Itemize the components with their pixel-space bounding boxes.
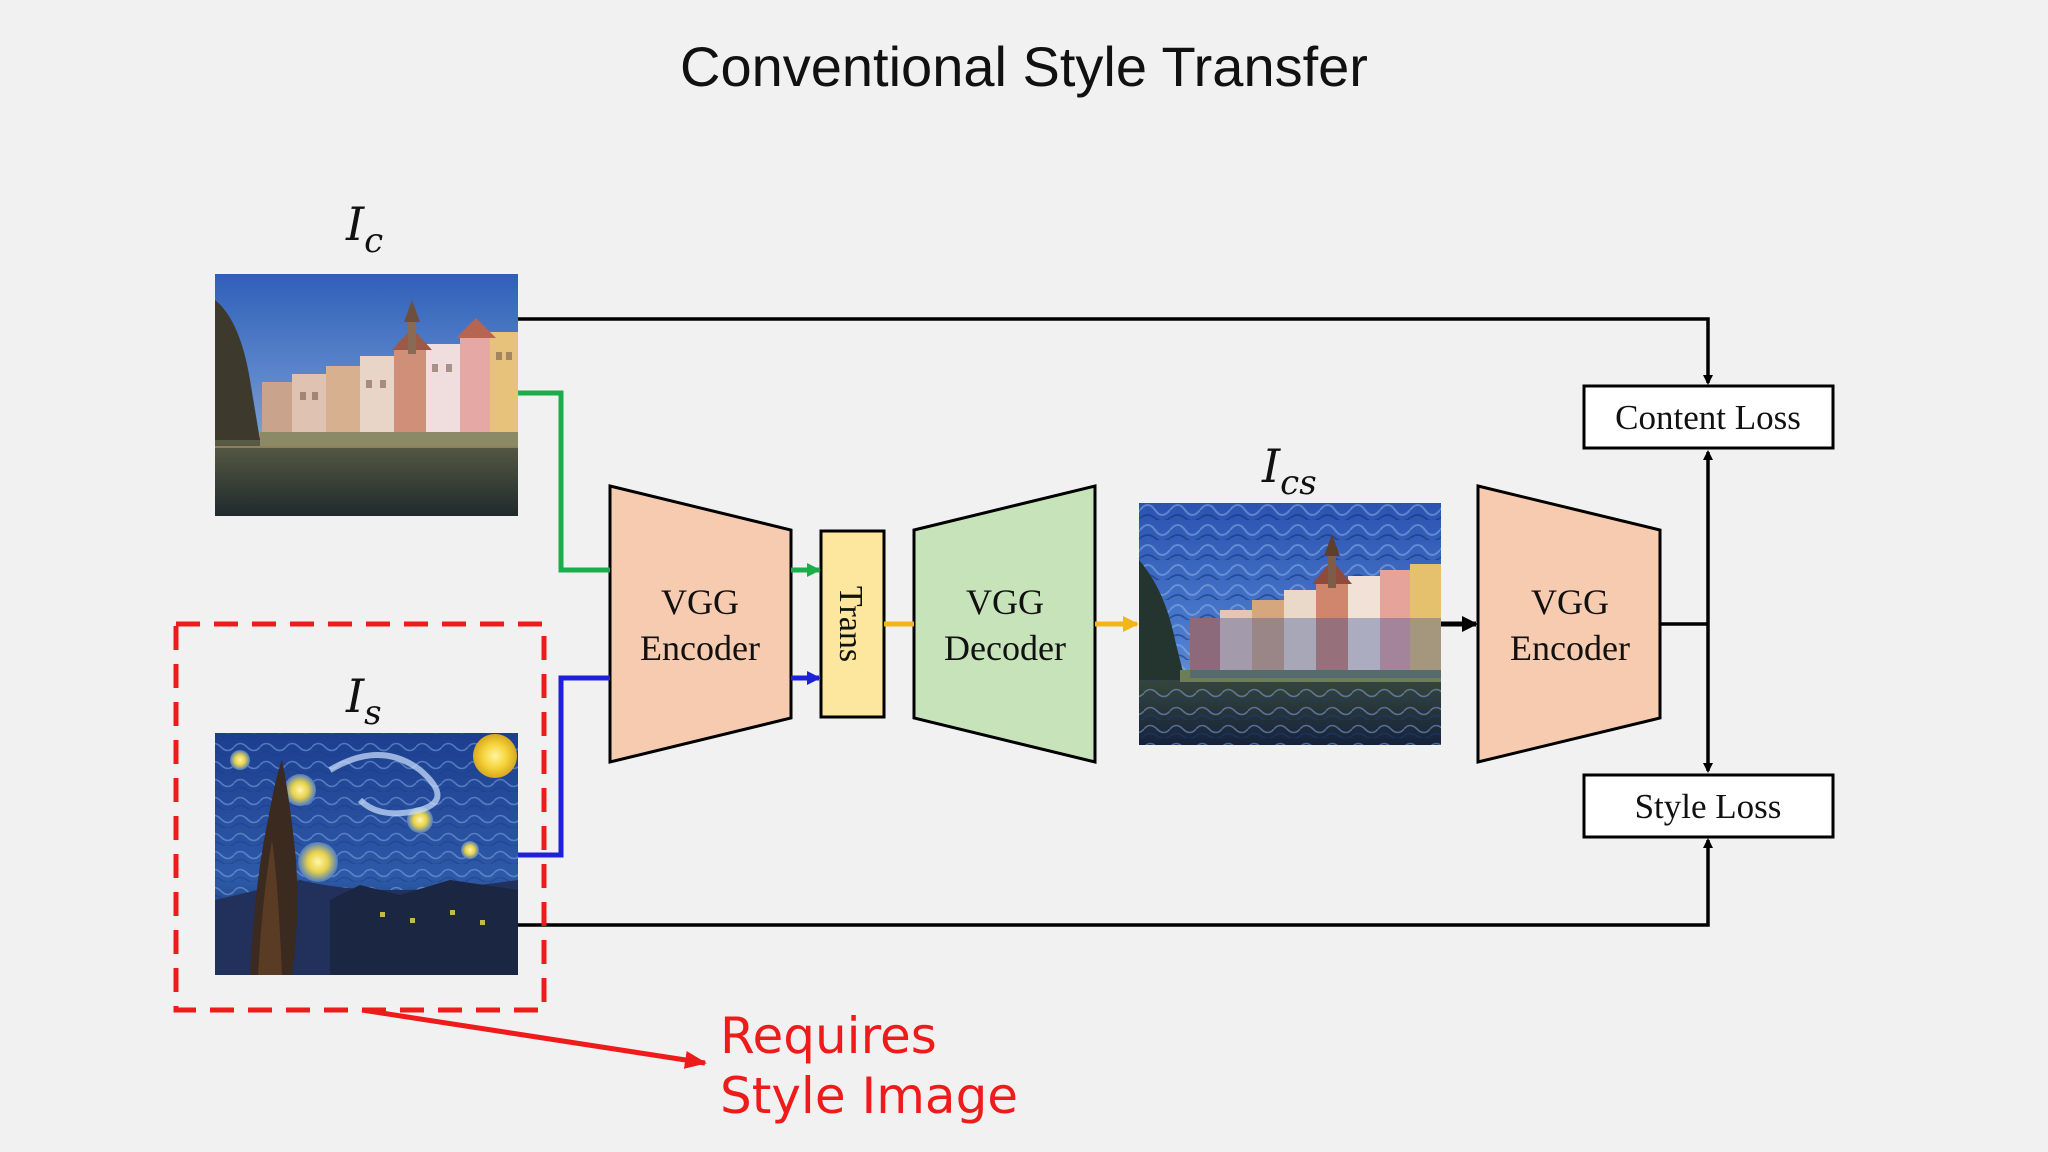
output-image-label: Ics <box>1261 439 1317 503</box>
trans-block-label: Trans <box>832 586 869 662</box>
style-loss-box <box>1582 773 1835 839</box>
content-to-content-loss-line <box>518 317 1713 385</box>
content-loss-label: Content Loss <box>1615 398 1801 437</box>
style-image-highlight-box <box>173 621 547 1013</box>
style-image-label: Is <box>345 669 382 733</box>
vgg-encoder-2-label-line1: VGG <box>1531 582 1609 622</box>
style-to-encoder-line <box>518 675 610 858</box>
vgg-decoder-label-line2: Decoder <box>944 628 1066 668</box>
vgg-encoder-label-line2: Encoder <box>640 628 760 668</box>
vgg-decoder-block <box>912 484 1097 764</box>
vgg-encoder-label-line1: VGG <box>661 582 739 622</box>
vgg-encoder-block <box>608 484 793 764</box>
vgg-encoder-2-label-line2: Encoder <box>1510 628 1630 668</box>
content-image-label: Ic <box>345 197 383 261</box>
style-to-style-loss-line <box>518 838 1713 927</box>
content-image <box>215 274 518 516</box>
annotation-arrow <box>361 1007 707 1069</box>
vgg-decoder-label-line1: VGG <box>966 582 1044 622</box>
diagram-title: Conventional Style Transfer <box>680 35 1368 98</box>
output-image <box>1139 503 1441 745</box>
style-image <box>215 733 518 975</box>
style-loss-label: Style Loss <box>1635 787 1782 826</box>
content-to-encoder-line <box>518 390 610 573</box>
annotation-line1: Requires <box>720 1007 937 1065</box>
content-loss-box <box>1582 384 1835 450</box>
annotation-line2: Style Image <box>720 1067 1018 1125</box>
vgg-encoder-2-block <box>1476 484 1662 764</box>
